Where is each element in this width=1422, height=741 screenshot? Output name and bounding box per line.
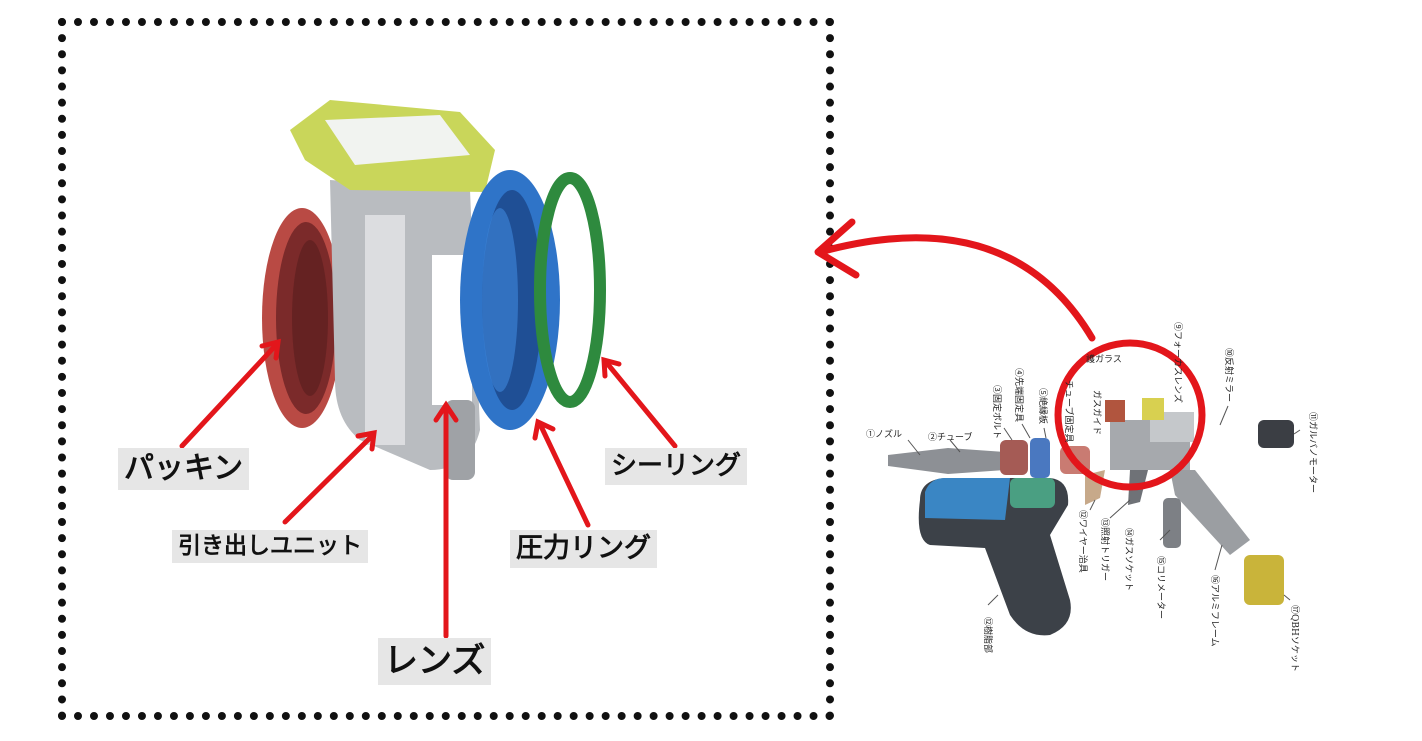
part-label: ①ノズル [866,428,902,440]
arrow-pressure-ring [537,421,591,528]
part-label: ④先端固定具 [1013,368,1025,422]
part-label: ⑨フォーカスレンズ [1172,322,1184,403]
part-label: ⑮コリメーター [1155,556,1166,619]
part-label: ⑭ガスソケット [1123,528,1134,591]
part-label: ②チューブ [928,431,972,443]
part-label: ⑫樹脂部 [982,617,994,653]
part-label: ③固定ボルト [991,385,1003,439]
seal-ring [534,172,606,408]
part-label: ⑯アルミフレーム [1209,575,1220,647]
part-label: ⑫ワイヤー治具 [1077,510,1089,573]
exploded-view [888,339,1301,636]
part-label: ⑰QBHソケット [1289,605,1300,672]
label-drawer-unit: 引き出しユニット [172,530,368,563]
part-label: チューブ固定具 [1063,380,1075,442]
part-label: 護ガラス [1086,353,1122,365]
part-label: ⑬照射トリガー [1099,518,1111,581]
label-seal-ring: シーリング [605,448,748,485]
label-lens: レンズ [378,638,492,685]
arrow-drawer-unit [282,433,375,525]
arrow-seal-ring [603,359,678,449]
part-label: ⑪ガルバノモーター [1307,412,1318,493]
callout-arrow [816,234,1096,342]
arrow-packing [179,342,279,449]
zoom-frame [58,18,834,720]
part-label: ⑤絶縁板 [1037,388,1049,424]
arrows [179,338,678,639]
part-label: ⑩反射ミラー [1223,348,1235,402]
lens-module-illustration [262,100,606,480]
highlight-circle [1054,339,1206,491]
part-label: ガスガイド [1091,390,1102,435]
part-labels: ①ノズル ②チューブ ③固定ボルト ④先端固定具 ⑤絶縁板 チューブ固定具 ガス… [866,322,1318,672]
label-pressure-ring: 圧力リング [510,530,657,568]
label-packing: パッキン [118,448,250,490]
